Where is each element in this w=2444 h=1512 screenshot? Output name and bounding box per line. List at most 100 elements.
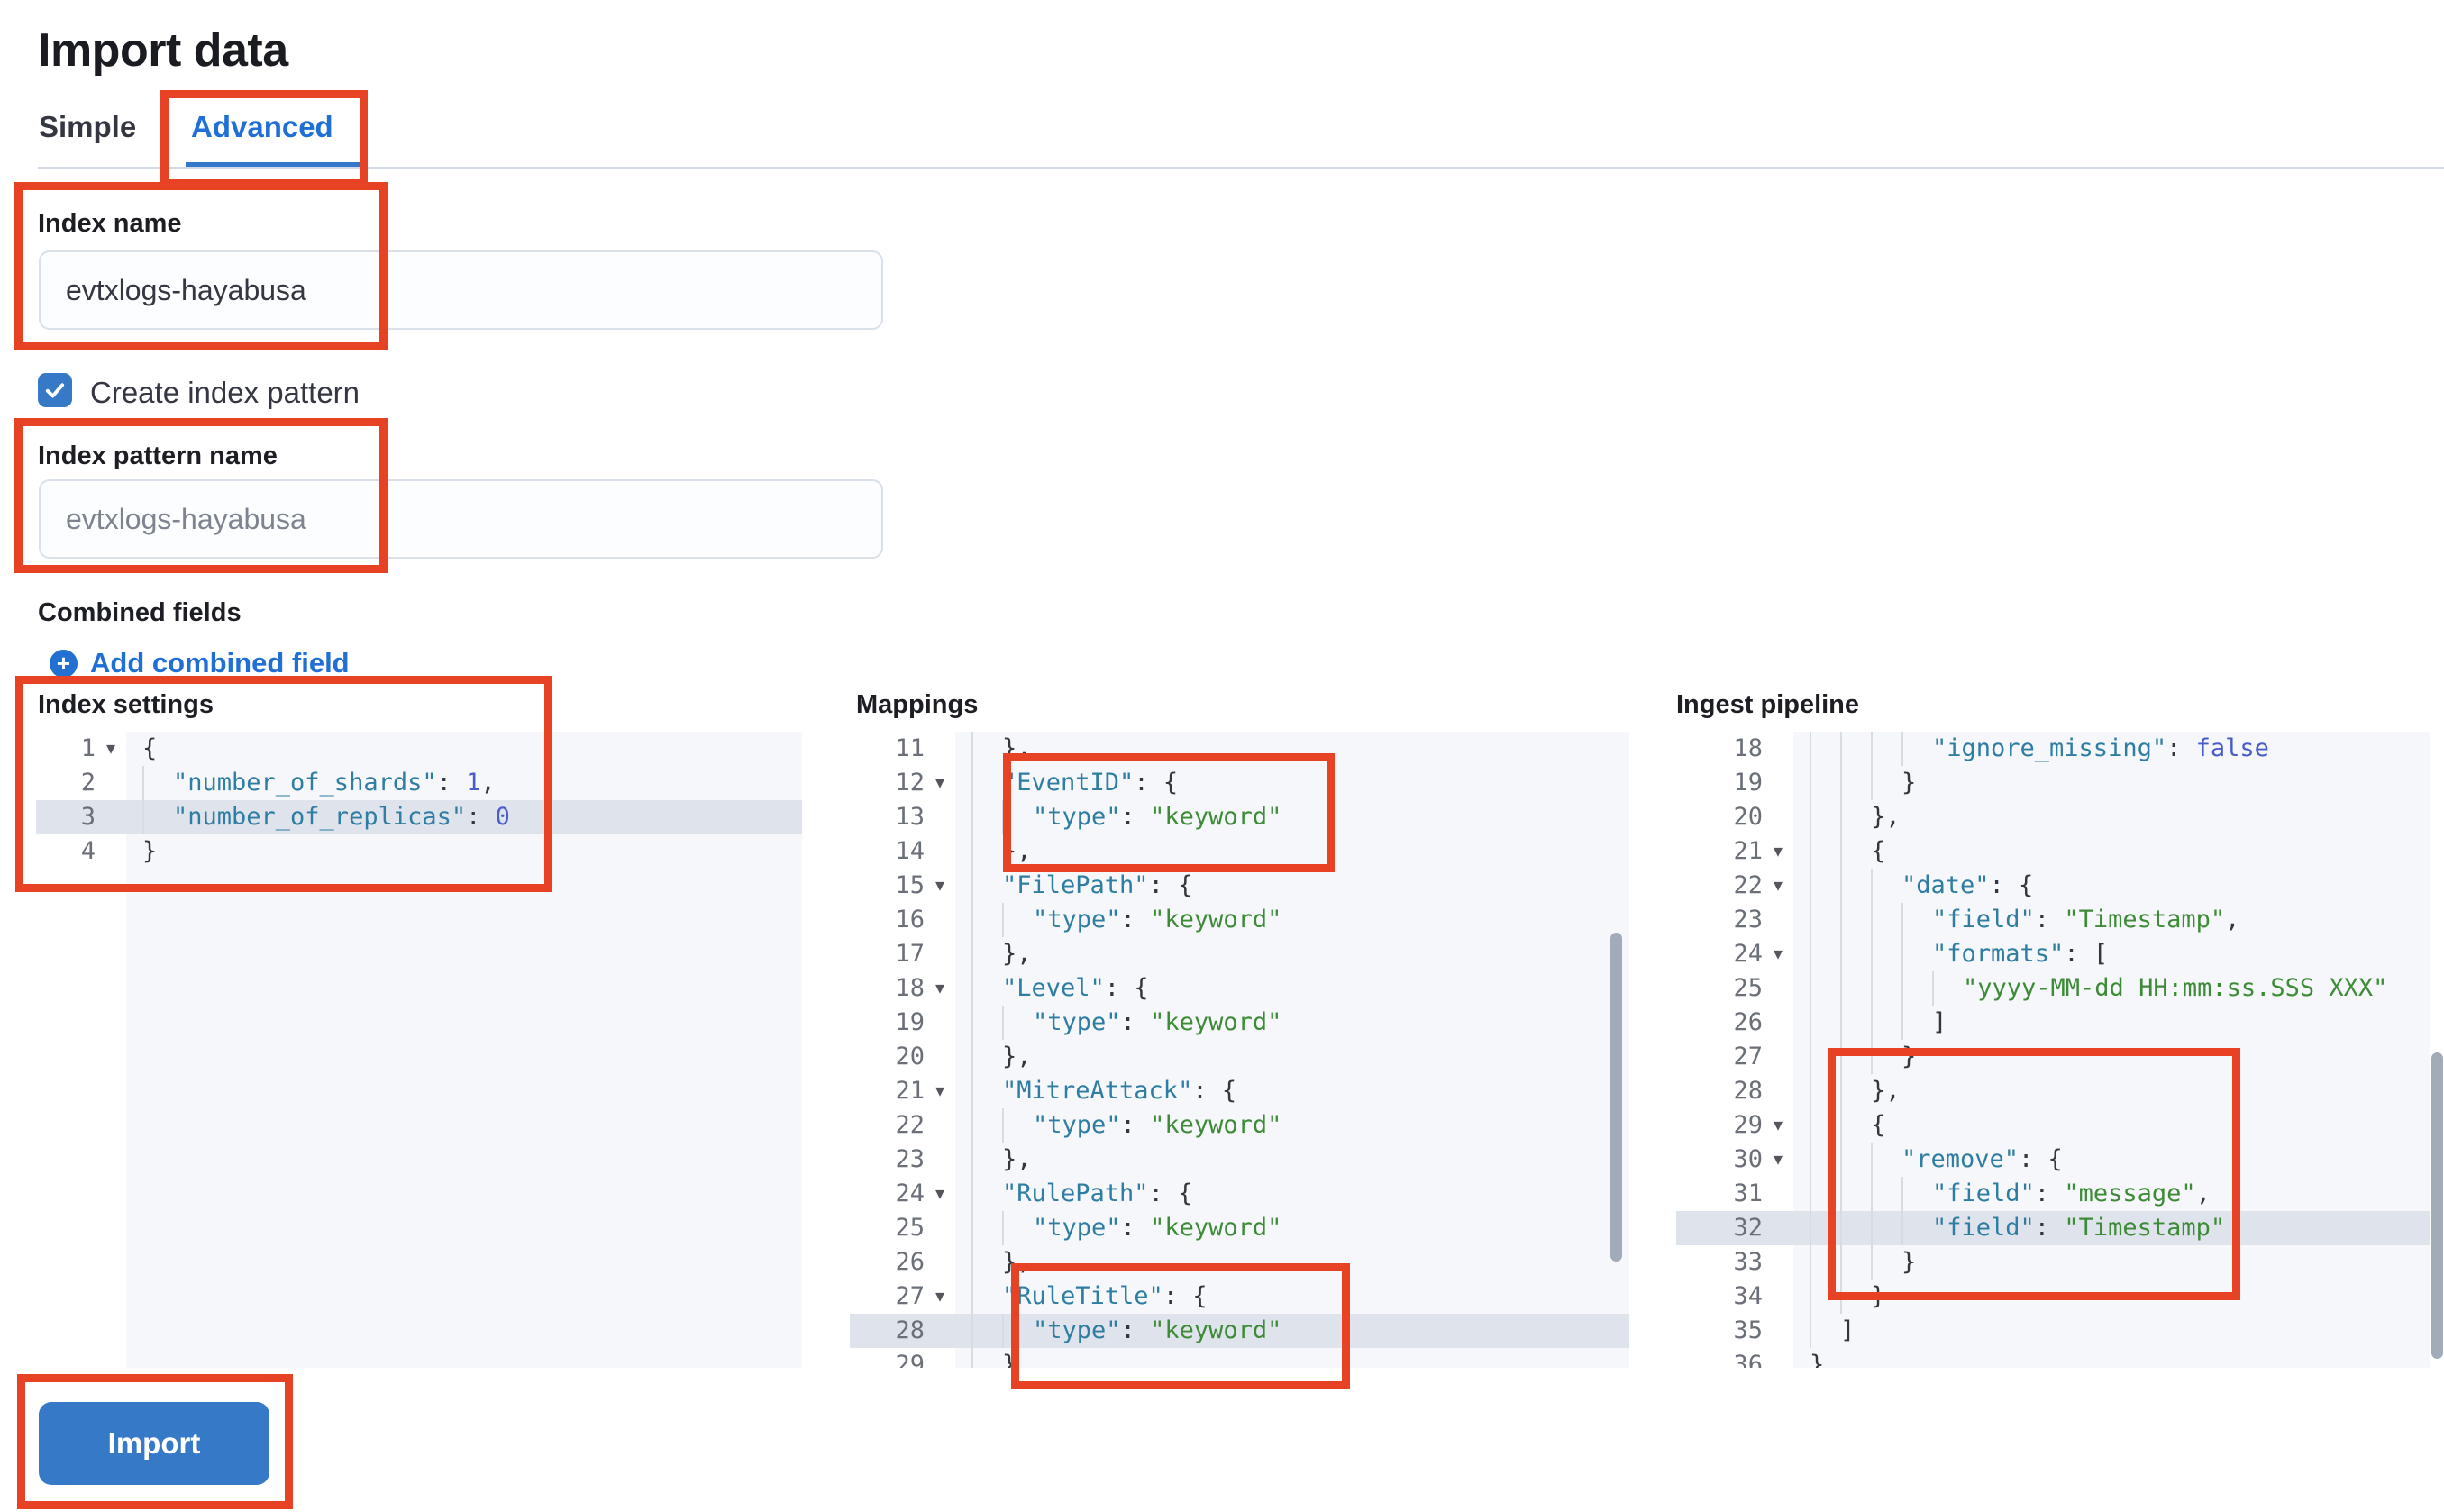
indent-guide: [1871, 732, 1901, 766]
indent-guide: [1840, 903, 1871, 937]
line-number-gutter: 15▾: [850, 869, 955, 903]
code-token: 1: [466, 769, 481, 797]
fold-caret-icon[interactable]: ▾: [1773, 1150, 1783, 1170]
indent-guide: [1871, 1040, 1901, 1074]
fold-caret-icon[interactable]: ▾: [935, 1287, 945, 1307]
code-content: ]: [1793, 1006, 2430, 1040]
code-token: "formats": [1932, 940, 2065, 968]
code-content: [126, 869, 802, 1368]
code-token: "Timestamp": [2064, 1214, 2226, 1242]
line-number-gutter: 22▾: [1676, 869, 1793, 903]
line-number: 19: [1733, 769, 1763, 797]
code-token: ,: [480, 769, 496, 797]
code-token: "date": [1901, 871, 1990, 899]
indent-guide: [1810, 869, 1840, 903]
indent-guide: [1810, 732, 1840, 766]
line-number: 21: [895, 1077, 925, 1105]
fold-caret-icon[interactable]: ▾: [935, 1184, 945, 1204]
indent-guide: [1840, 1245, 1871, 1280]
fold-caret-icon[interactable]: ▾: [105, 739, 116, 759]
line-number: 30: [1733, 1145, 1763, 1173]
tab-advanced[interactable]: Advanced: [191, 110, 333, 143]
indent-guide: [1840, 800, 1871, 834]
line-number-gutter: 29: [850, 1348, 955, 1368]
code-content: "field": "Timestamp": [1793, 1211, 2430, 1245]
code-token: "field": [1932, 1180, 2035, 1207]
fold-caret-empty: [925, 834, 955, 869]
code-token: }: [1871, 1282, 1886, 1310]
line-number: 23: [1733, 906, 1763, 934]
code-content: "RulePath": {: [955, 1177, 1629, 1211]
code-line: 1 ▾ {: [36, 732, 802, 766]
index-pattern-name-label: Index pattern name: [38, 442, 278, 470]
mappings-scrollbar[interactable]: [1610, 933, 1622, 1262]
line-number: 22: [895, 1111, 925, 1139]
index-name-input[interactable]: [39, 250, 883, 330]
indent-guide: [1901, 732, 1932, 766]
create-index-pattern-checkbox[interactable]: [38, 373, 72, 407]
line-number: 11: [895, 734, 925, 762]
fold-caret-icon[interactable]: ▾: [935, 979, 945, 998]
tab-simple[interactable]: Simple: [39, 110, 137, 143]
code-token: "Level": [1002, 974, 1105, 1002]
code-token: "field": [1932, 906, 2035, 934]
index-pattern-name-input[interactable]: [39, 479, 883, 559]
fold-caret-icon[interactable]: ▾: [935, 876, 945, 896]
code-content: },: [955, 937, 1629, 971]
code-line: 18▾"Level": {: [850, 971, 1629, 1006]
code-token: "type": [1033, 803, 1121, 831]
fold-caret-icon[interactable]: ▾: [935, 1081, 945, 1101]
code-content: },: [955, 1143, 1629, 1177]
fold-caret-icon[interactable]: ▾: [1773, 842, 1783, 861]
line-number-gutter: 25: [1676, 971, 1793, 1006]
code-content: },: [955, 1348, 1629, 1368]
fold-caret-icon[interactable]: ▾: [1773, 944, 1783, 964]
ingest-pipeline-scrollbar[interactable]: [2431, 1052, 2443, 1359]
code-content: "type": "keyword": [955, 1006, 1629, 1040]
code-token: "type": [1033, 1214, 1121, 1242]
code-token: },: [1002, 734, 1032, 762]
code-token: "MitreAttack": [1002, 1077, 1193, 1105]
line-number-gutter: 23: [850, 1143, 955, 1177]
line-number-gutter: 4: [36, 834, 126, 869]
code-editor-index-settings[interactable]: 1▾{2"number_of_shards": 1,3"number_of_re…: [36, 728, 802, 1368]
code-content: }: [1793, 1040, 2430, 1074]
code-line: 19}: [1676, 766, 2430, 800]
line-number-gutter: 12▾: [850, 766, 955, 800]
indent-guide: [1002, 1211, 1033, 1245]
indent-guide: [1871, 1177, 1901, 1211]
line-number: 1: [80, 734, 96, 762]
line-number: 16: [895, 906, 925, 934]
code-content: "ignore_missing": false: [1793, 732, 2430, 766]
code-line: 24▾"formats": [: [1676, 937, 2430, 971]
indent-guide: [1810, 1245, 1840, 1280]
indent-guide: [1901, 1006, 1932, 1040]
fold-caret-empty: [925, 1245, 955, 1280]
code-token: },: [1871, 1077, 1901, 1105]
mappings-label: Mappings: [856, 690, 979, 719]
add-combined-field-link[interactable]: + Add combined field: [50, 647, 350, 679]
line-number: 23: [895, 1145, 925, 1173]
code-content: {: [126, 732, 802, 766]
indent-guide: [971, 1245, 1002, 1280]
fold-caret-icon[interactable]: ▾: [935, 773, 945, 793]
line-number-gutter: 18: [1676, 732, 1793, 766]
code-token: :: [1120, 1008, 1151, 1036]
code-line: 4}: [36, 834, 802, 869]
code-line: 3"number_of_replicas": 0: [36, 800, 802, 834]
code-editor-mappings[interactable]: 11},12▾"EventID": {13"type": "keyword"14…: [850, 728, 1629, 1368]
fold-caret-icon[interactable]: ▾: [1773, 1116, 1783, 1135]
line-number: 17: [895, 940, 925, 968]
indent-guide: [1871, 971, 1901, 1006]
code-content: },: [955, 732, 1629, 766]
line-number: 28: [1733, 1077, 1763, 1105]
fold-caret-icon[interactable]: ▾: [1773, 876, 1783, 896]
code-token: "type": [1033, 1008, 1121, 1036]
indent-guide: [971, 800, 1002, 834]
import-button[interactable]: Import: [39, 1402, 269, 1485]
code-content: "type": "keyword": [955, 1211, 1629, 1245]
indent-guide: [1840, 834, 1871, 869]
fold-caret-empty: [96, 800, 126, 834]
line-number: 14: [895, 837, 925, 865]
